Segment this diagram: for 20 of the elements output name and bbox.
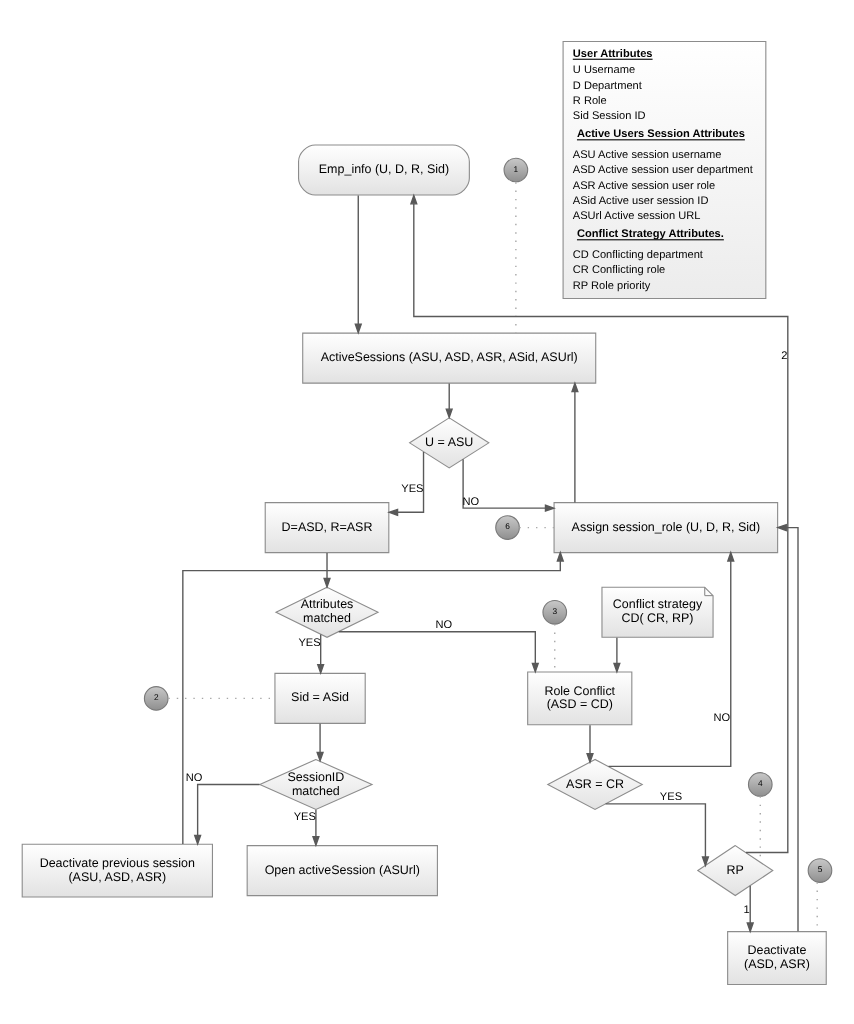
arrow bbox=[338, 630, 540, 673]
arrow bbox=[316, 632, 325, 675]
arrow bbox=[182, 549, 565, 844]
arrow bbox=[445, 381, 454, 419]
arrow bbox=[193, 782, 261, 845]
arrow bbox=[387, 450, 425, 516]
arrow bbox=[586, 723, 594, 764]
arrow bbox=[354, 193, 363, 334]
arrow bbox=[462, 457, 556, 512]
arrow bbox=[775, 522, 799, 931]
arrow bbox=[604, 802, 710, 867]
connector bbox=[759, 794, 761, 862]
arrow bbox=[323, 551, 331, 588]
arrow bbox=[746, 884, 755, 933]
arrow bbox=[316, 722, 324, 762]
arrow bbox=[613, 635, 621, 673]
arrow bbox=[607, 549, 735, 767]
arrow bbox=[312, 808, 320, 847]
arrow bbox=[571, 380, 579, 503]
arrow bbox=[409, 192, 789, 853]
